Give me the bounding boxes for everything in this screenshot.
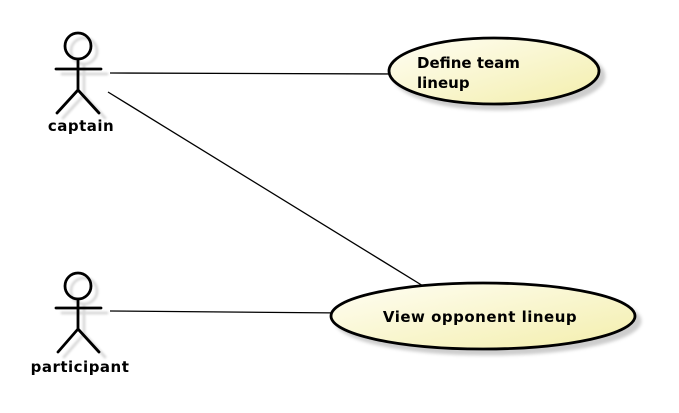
define-team-lineup-label-line1: Define team bbox=[417, 54, 520, 72]
view-opponent-lineup-ellipse bbox=[329, 281, 637, 351]
participant-head bbox=[63, 271, 93, 301]
captain-body bbox=[54, 57, 103, 115]
actor-participant[interactable]: participant bbox=[31, 271, 130, 376]
use-case-view-opponent-lineup[interactable]: View opponent lineup bbox=[329, 281, 637, 351]
actor-captain[interactable]: captain bbox=[48, 31, 114, 135]
use-case-define-team-lineup[interactable]: Define team lineup bbox=[387, 36, 601, 106]
define-team-lineup-ellipse bbox=[387, 36, 601, 106]
define-team-lineup-label-line2: lineup bbox=[417, 74, 470, 92]
captain-figure bbox=[54, 31, 103, 115]
captain-head bbox=[63, 31, 93, 61]
association-captain-view-opponent-lineup[interactable] bbox=[107, 91, 429, 290]
participant-figure bbox=[54, 271, 103, 354]
association-captain-define-team-lineup[interactable] bbox=[109, 72, 401, 75]
associations bbox=[107, 72, 429, 314]
actor-label-participant: participant bbox=[31, 358, 130, 376]
actor-label-captain: captain bbox=[48, 117, 114, 135]
association-participant-view-opponent-lineup[interactable] bbox=[109, 310, 346, 314]
define-team-lineup-label: Define team lineup bbox=[417, 54, 525, 92]
view-opponent-lineup-label: View opponent lineup bbox=[383, 308, 577, 326]
participant-body bbox=[54, 297, 103, 354]
